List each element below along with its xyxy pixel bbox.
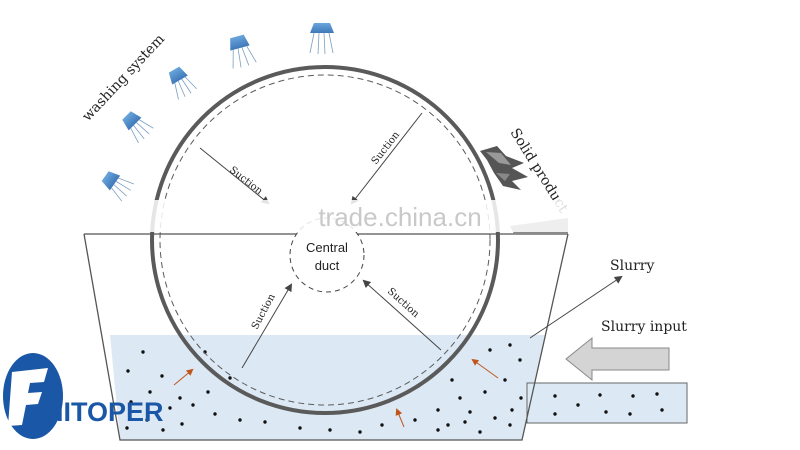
slurry-particle [576, 403, 580, 407]
slurry-particle [160, 374, 164, 378]
slurry-particle [458, 396, 462, 400]
slurry-particle [263, 420, 267, 424]
watermark: trade.china.cn [150, 200, 570, 232]
spray-nozzle-icon [168, 66, 197, 100]
inlet-pipe [526, 382, 688, 424]
suction-arrow-1 [199, 147, 270, 205]
slurry-particle [468, 410, 472, 414]
suction-arrow-4 [362, 279, 442, 351]
slurry-label: Slurry [610, 258, 654, 274]
slurry-particle [328, 428, 332, 432]
central-duct-label-1: Central [306, 240, 348, 255]
washing-system-label: washing system [79, 31, 168, 124]
slurry-particle [436, 428, 440, 432]
slurry-particle [125, 426, 129, 430]
slurry-particle [161, 428, 165, 432]
slurry-particle [553, 394, 557, 398]
slurry-particle [129, 400, 133, 404]
watermark-text: trade.china.cn [318, 202, 481, 232]
slurry-particle [168, 406, 172, 410]
slurry-liquid [110, 335, 545, 440]
central-duct-label-2: duct [315, 258, 340, 273]
slurry-particle [180, 422, 184, 426]
suction-label-2: Suction [370, 129, 403, 167]
slurry-particle [191, 403, 195, 407]
suction-label-1: Suction [227, 165, 265, 198]
slurry-particle [519, 396, 523, 400]
slurry-particle [463, 420, 467, 424]
cake-forming-arrows [173, 358, 499, 428]
suction-arrow-3 [241, 283, 293, 369]
slurry-particle [598, 393, 602, 397]
slurry-particle [483, 390, 487, 394]
slurry-particle [604, 410, 608, 414]
suction-label-4: Suction [385, 286, 421, 320]
input-arrow-icon [565, 336, 670, 382]
slurry-particle [206, 390, 210, 394]
spray-nozzle-icon [122, 111, 154, 144]
slurry-particle [488, 348, 492, 352]
slurry-particle [213, 412, 217, 416]
spray-nozzle-icon [309, 23, 334, 55]
slurry-particle [141, 350, 145, 354]
slurry-particle [553, 412, 557, 416]
slurry-particle [450, 378, 454, 382]
slurry-particle [436, 408, 440, 412]
slurry-particle [510, 408, 514, 412]
spray-nozzle-icon [230, 34, 257, 69]
slurry-pointer-arrow [529, 275, 623, 339]
slurry-particle [655, 392, 659, 396]
slurry-particle [508, 343, 512, 347]
slurry-particle [503, 378, 507, 382]
slurry-particle [446, 423, 450, 427]
slurry-particle [508, 423, 512, 427]
solid-product-pile [480, 146, 528, 190]
suction-arrow-2 [350, 112, 423, 205]
logo-text: HITOPER [44, 397, 164, 427]
slurry-particle [298, 426, 302, 430]
suction-label-3: Suction [250, 292, 278, 332]
slurry-particles [125, 343, 664, 434]
slurry-input-label: Slurry input [601, 319, 687, 335]
slurry-particle [380, 423, 384, 427]
slurry-particle [478, 430, 482, 434]
slurry-particle [238, 418, 242, 422]
slurry-particle [660, 408, 664, 412]
slurry-particle [358, 430, 362, 434]
slurry-particle [518, 358, 522, 362]
slurry-particle [628, 412, 632, 416]
slurry-particle [493, 416, 497, 420]
slurry-particle [178, 396, 182, 400]
slurry-particle [145, 418, 149, 422]
logo-icon: HITOPER [3, 353, 164, 439]
washing-system [101, 23, 334, 202]
slurry-particle [126, 369, 130, 373]
slurry-particle [148, 390, 152, 394]
drum [150, 65, 500, 415]
slurry-particle [631, 394, 635, 398]
slurry-particle [228, 376, 232, 380]
spray-nozzle-icon [101, 171, 134, 202]
slurry-particle [413, 418, 417, 422]
